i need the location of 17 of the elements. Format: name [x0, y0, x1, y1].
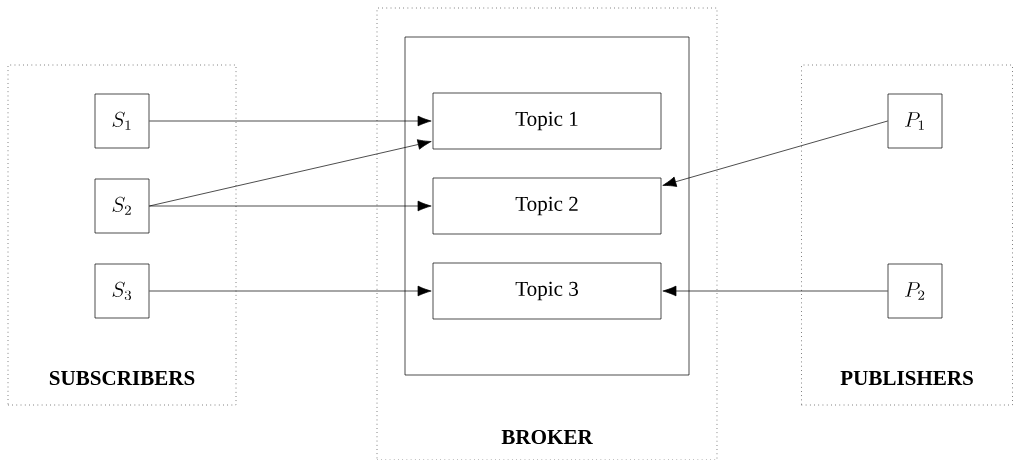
group-label: PUBLISHERS	[840, 370, 973, 386]
arrow	[662, 120, 888, 187]
topic-box: Topic 2	[432, 177, 662, 235]
topic-box: Topic 1	[432, 92, 662, 150]
client-box: $S_3$	[94, 263, 150, 319]
client-box: $S_1$	[94, 93, 150, 149]
client-box: $P_1$	[887, 93, 943, 149]
group-label: BROKER	[501, 429, 593, 445]
broker-box	[404, 36, 690, 376]
arrow	[149, 200, 432, 212]
client-box: $P_2$	[887, 263, 943, 319]
arrow	[149, 285, 432, 297]
client-box: $S_2$	[94, 178, 150, 234]
arrow	[662, 285, 888, 297]
group-label: SUBSCRIBERS	[49, 370, 195, 386]
arrow	[149, 115, 432, 127]
topic-box: Topic 3	[432, 262, 662, 320]
